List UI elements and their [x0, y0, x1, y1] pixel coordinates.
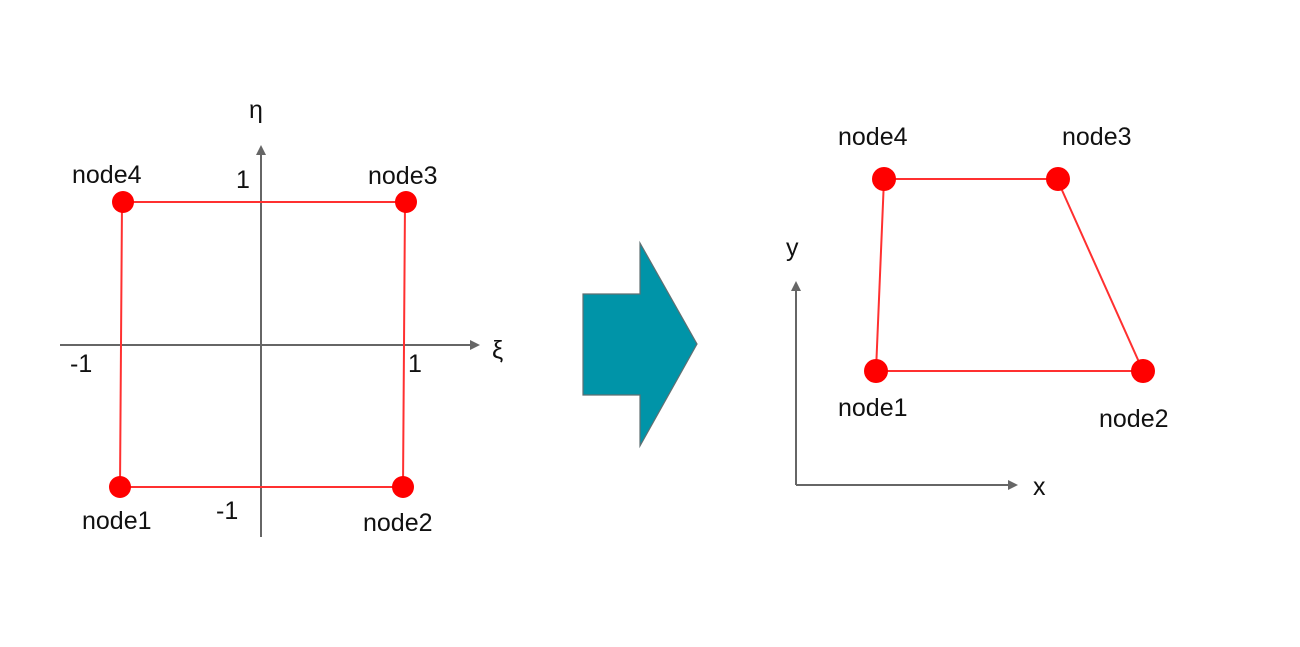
reference-element: ξ η -1 1 -1 1 node1 node2 node3 node4 — [60, 96, 503, 537]
ref-node4-label: node4 — [72, 161, 142, 189]
tick-xi-neg: -1 — [70, 350, 92, 378]
ref-node2-label: node2 — [363, 509, 433, 537]
ref-node1-label: node1 — [82, 507, 152, 535]
tick-eta-neg: -1 — [216, 497, 238, 525]
eta-axis-label: η — [249, 96, 263, 124]
ref-node4 — [112, 191, 134, 213]
phys-node2-label: node2 — [1099, 405, 1169, 433]
physical-element-edges — [874, 178, 1145, 372]
physical-element: x y node1 node2 node3 node4 — [786, 123, 1169, 501]
phys-node2 — [1131, 359, 1155, 383]
phys-node3-label: node3 — [1062, 123, 1132, 151]
phys-node4-label: node4 — [838, 123, 908, 151]
phys-node4 — [872, 167, 896, 191]
x-axis-label: x — [1033, 473, 1046, 501]
phys-node3 — [1046, 167, 1070, 191]
ref-node3 — [395, 191, 417, 213]
tick-eta-pos: 1 — [236, 166, 250, 194]
tick-xi-pos: 1 — [408, 350, 422, 378]
right-arrow-icon — [582, 240, 698, 449]
ref-node2 — [392, 476, 414, 498]
y-axis-label: y — [786, 234, 799, 262]
xi-axis-label: ξ — [492, 336, 503, 364]
phys-node1-label: node1 — [838, 394, 908, 422]
ref-node1 — [109, 476, 131, 498]
phys-node1 — [864, 359, 888, 383]
ref-node3-label: node3 — [368, 162, 438, 190]
